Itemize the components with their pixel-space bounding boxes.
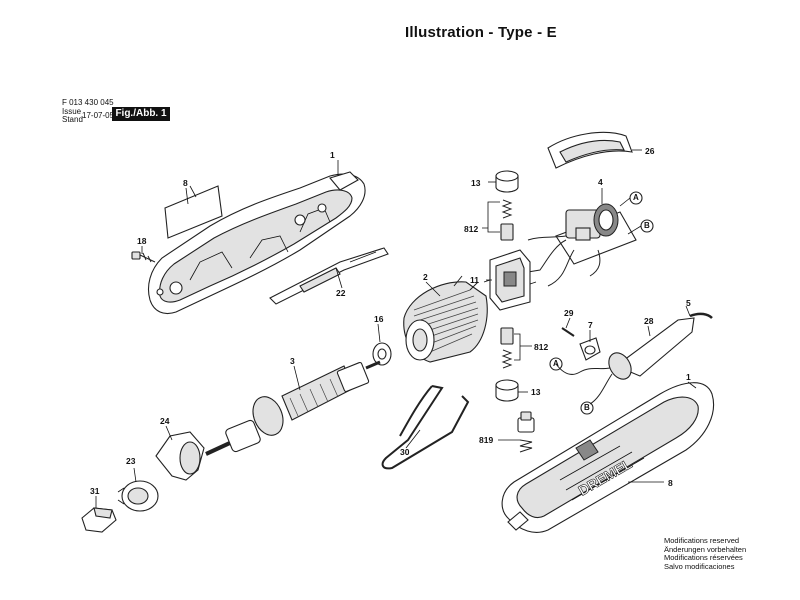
- part-label-26: 26: [645, 146, 655, 156]
- part-label-8-right: 8: [668, 478, 673, 488]
- figure-label: Fig./Abb. 1: [112, 107, 170, 121]
- part-label-23: 23: [126, 456, 136, 466]
- brush-cap-bottom: [495, 379, 519, 402]
- power-cord: [555, 312, 713, 405]
- armature-bearing: [372, 342, 392, 366]
- housing-half-left: [147, 171, 366, 315]
- part-label-4: 4: [598, 177, 603, 187]
- switch-slider: [269, 247, 389, 305]
- brush-holder: [483, 249, 537, 311]
- carbon-brush-top: [500, 199, 514, 241]
- part-label-7: 7: [588, 320, 593, 330]
- issue-label: Issue: [62, 107, 82, 116]
- housing-half-right: [501, 382, 714, 533]
- part-label-16: 16: [374, 314, 384, 324]
- armature: [205, 360, 381, 456]
- document-number: F 013 430 045: [62, 98, 114, 107]
- page-title: Illustration - Type - E: [405, 24, 557, 41]
- connector-label-b-bottom: B: [584, 403, 590, 412]
- connector-label-b-top: B: [644, 221, 650, 230]
- speed-control-cover: [547, 131, 633, 169]
- speed-control-module: [527, 203, 637, 287]
- part-label-812-bottom: 812: [534, 342, 549, 352]
- cord-clamp: [561, 327, 601, 361]
- brush-cap-top: [495, 170, 519, 193]
- part-label-13-bottom: 13: [531, 387, 541, 397]
- housing-screw: [131, 251, 156, 263]
- part-label-819: 819: [479, 435, 494, 445]
- part-label-29: 29: [564, 308, 574, 318]
- note-en: Modifications reserved: [664, 536, 740, 545]
- part-label-22: 22: [336, 288, 346, 298]
- issue-date: 17-07-05: [82, 111, 115, 120]
- label-plate: [164, 185, 223, 239]
- part-label-11: 11: [470, 275, 479, 285]
- part-label-30: 30: [400, 447, 410, 457]
- note-es: Salvo modificaciones: [664, 561, 735, 571]
- note-de: Änderungen vorbehalten: [664, 544, 747, 554]
- part-label-1: 1: [330, 150, 335, 160]
- nose-cap: [155, 431, 205, 481]
- on-off-switch: [517, 411, 535, 453]
- connector-label-a-bottom: A: [553, 359, 559, 368]
- modification-notes: Modifications reserved Änderungen vorbeh…: [664, 536, 747, 571]
- part-label-31: 31: [90, 486, 100, 496]
- part-label-28: 28: [644, 316, 654, 326]
- carbon-brush-bottom: [500, 327, 514, 369]
- part-label-24: 24: [160, 416, 170, 426]
- part-label-5: 5: [686, 298, 691, 308]
- connector-label-a-top: A: [633, 193, 639, 202]
- part-label-2: 2: [423, 272, 428, 282]
- part-label-13-top: 13: [471, 178, 481, 188]
- field-stator: [403, 275, 488, 363]
- note-fr: Modifications réservées: [664, 553, 743, 563]
- collet-nut: [117, 480, 159, 512]
- part-label-1-right: 1: [686, 372, 691, 382]
- connector-b-bottom: [580, 401, 594, 415]
- part-label-8: 8: [183, 178, 188, 188]
- part-label-18: 18: [137, 236, 147, 246]
- leader-lines: [95, 149, 697, 508]
- wire-hanger: [381, 385, 470, 470]
- stand-label: Stand: [62, 115, 83, 124]
- part-label-3: 3: [290, 356, 295, 366]
- keyless-chuck: [81, 507, 117, 533]
- part-label-812-top: 812: [464, 224, 479, 234]
